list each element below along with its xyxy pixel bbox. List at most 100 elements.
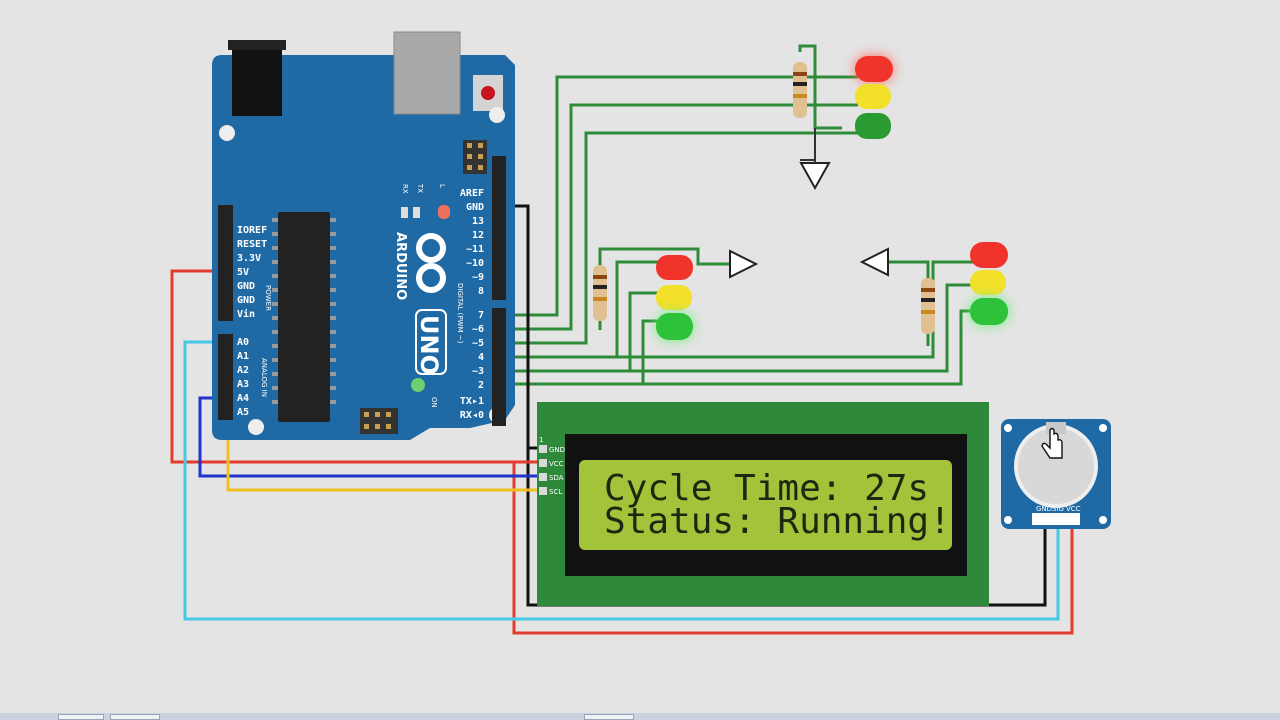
pin-label: ~6: [472, 324, 484, 335]
lcd-pin-label: SCL: [549, 488, 562, 496]
pin-label: 5V: [237, 267, 249, 278]
taskbar-item[interactable]: [110, 714, 160, 720]
pin-label: Vin: [237, 308, 255, 320]
pin-label: A4: [237, 393, 249, 404]
dc-power-jack: [232, 40, 282, 116]
lcd-pin-label: SDA: [549, 474, 564, 482]
lcd-i2c-pins: GND VCC SDA SCL: [539, 445, 565, 496]
pot-pin-labels: GND SIG VCC: [1032, 505, 1081, 525]
led-yellow: [855, 84, 891, 109]
icsp-header-2: [360, 408, 398, 434]
pin-label: RESET: [237, 239, 267, 250]
led-green: [970, 298, 1008, 325]
analog-pin-labels: A0 A1 A2 A3 A4 A5: [237, 337, 249, 418]
power-pin-labels: IOREF RESET 3.3V 5V GND GND Vin: [237, 225, 267, 320]
wire-5v-lcd[interactable]: [170, 269, 545, 464]
pin-label: A2: [237, 365, 249, 376]
pin-label: IOREF: [237, 225, 267, 236]
tx-led: [413, 207, 420, 218]
pin-label: ~3: [472, 366, 484, 377]
mounting-hole: [219, 125, 235, 141]
wire-pin6-top-yellow[interactable]: [505, 103, 858, 331]
digital-header-low: [492, 308, 506, 426]
digital-header-high: [492, 156, 506, 300]
pin-label: GND: [237, 281, 255, 292]
pin-label: AREF: [460, 188, 484, 199]
power-label: POWER: [264, 285, 272, 311]
arduino-brand: ARDUINO: [393, 232, 408, 300]
taskbar: [0, 713, 1280, 720]
led-red: [855, 56, 893, 82]
pin-label: ~10: [466, 258, 484, 269]
tx-label: TX: [416, 183, 424, 193]
usb-port: [393, 31, 461, 115]
pin-label: GND: [237, 295, 255, 306]
pot-pin-label: GND: [1036, 505, 1052, 513]
arduino-logo-icon: [416, 233, 446, 293]
l-label: L: [438, 184, 446, 188]
pin-label: 4: [478, 352, 484, 363]
power-header: [218, 205, 233, 321]
led-yellow: [656, 285, 692, 310]
led-green: [855, 113, 891, 139]
lcd-pin-number: 1: [539, 436, 543, 444]
analog-header: [218, 334, 233, 420]
arduino-uno-board[interactable]: IOREF RESET 3.3V 5V GND GND Vin POWER A0…: [212, 31, 515, 440]
pin-label: A0: [237, 337, 249, 348]
rx-label: RX: [401, 184, 409, 194]
on-led: [411, 378, 425, 392]
pin-label: 3.3V: [237, 253, 261, 264]
on-label: ON: [430, 397, 438, 408]
led-red: [656, 255, 693, 280]
atmega-chip: [278, 212, 330, 422]
pin-label: 7: [478, 310, 484, 321]
lcd-pin-label: GND: [549, 446, 565, 454]
pin-label: A5: [237, 407, 249, 418]
analog-in-label: ANALOG IN: [260, 358, 268, 397]
ground-symbol: [859, 247, 889, 277]
pin-label: A3: [237, 379, 249, 390]
resistor: [793, 62, 807, 118]
ground-symbol: [799, 162, 831, 191]
potentiometer[interactable]: GND SIG VCC: [1001, 419, 1111, 529]
icsp-header: [463, 140, 487, 174]
led-red: [970, 242, 1008, 268]
pin-label: TX▸1: [460, 396, 484, 407]
rx-led: [401, 207, 408, 218]
pin-label: 12: [472, 230, 484, 241]
led-yellow: [970, 270, 1006, 295]
wire-pin5-top-green[interactable]: [505, 131, 858, 345]
lcd-display[interactable]: Cycle Time: 27s Status: Running! 1 GND V…: [537, 402, 989, 606]
traffic-light-right[interactable]: [859, 242, 1008, 346]
traffic-light-left[interactable]: [593, 247, 759, 340]
pot-pin-label: SIG: [1052, 505, 1064, 513]
lcd-line-1: Cycle Time: 27s: [604, 468, 929, 509]
ground-symbol: [729, 249, 759, 279]
wires: [170, 75, 1074, 635]
uno-label: UNO: [415, 315, 443, 375]
resistor: [593, 265, 607, 321]
pot-pin-label: VCC: [1066, 505, 1081, 513]
l-led: [438, 205, 450, 219]
pin-label: 2: [478, 380, 484, 391]
lcd-pin-label: VCC: [549, 460, 564, 468]
wire-pin2-right-green[interactable]: [505, 309, 975, 386]
digital-pin-labels: AREF GND 13 12 ~11 ~10 ~9 8 7 ~6 ~5 4 ~3…: [460, 188, 484, 421]
traffic-light-top[interactable]: [793, 44, 893, 191]
resistor: [921, 278, 935, 334]
digital-label: DIGITAL (PWM ~): [456, 283, 464, 344]
wire-5v-pot[interactable]: [512, 460, 1074, 635]
pin-label: RX◂0: [460, 410, 484, 421]
wire-a0-pot[interactable]: [183, 340, 1060, 621]
taskbar-item[interactable]: [58, 714, 104, 720]
pin-label: ~5: [472, 338, 484, 349]
wire-pin7-top-red[interactable]: [505, 75, 858, 317]
lcd-screen: [579, 460, 952, 550]
wire-pin3-right-yellow[interactable]: [505, 283, 975, 373]
pin-label: 13: [472, 216, 484, 227]
pin-label: GND: [466, 202, 484, 213]
pin-label: ~11: [466, 244, 484, 255]
pin-label: ~9: [472, 272, 484, 283]
taskbar-item[interactable]: [584, 714, 634, 720]
